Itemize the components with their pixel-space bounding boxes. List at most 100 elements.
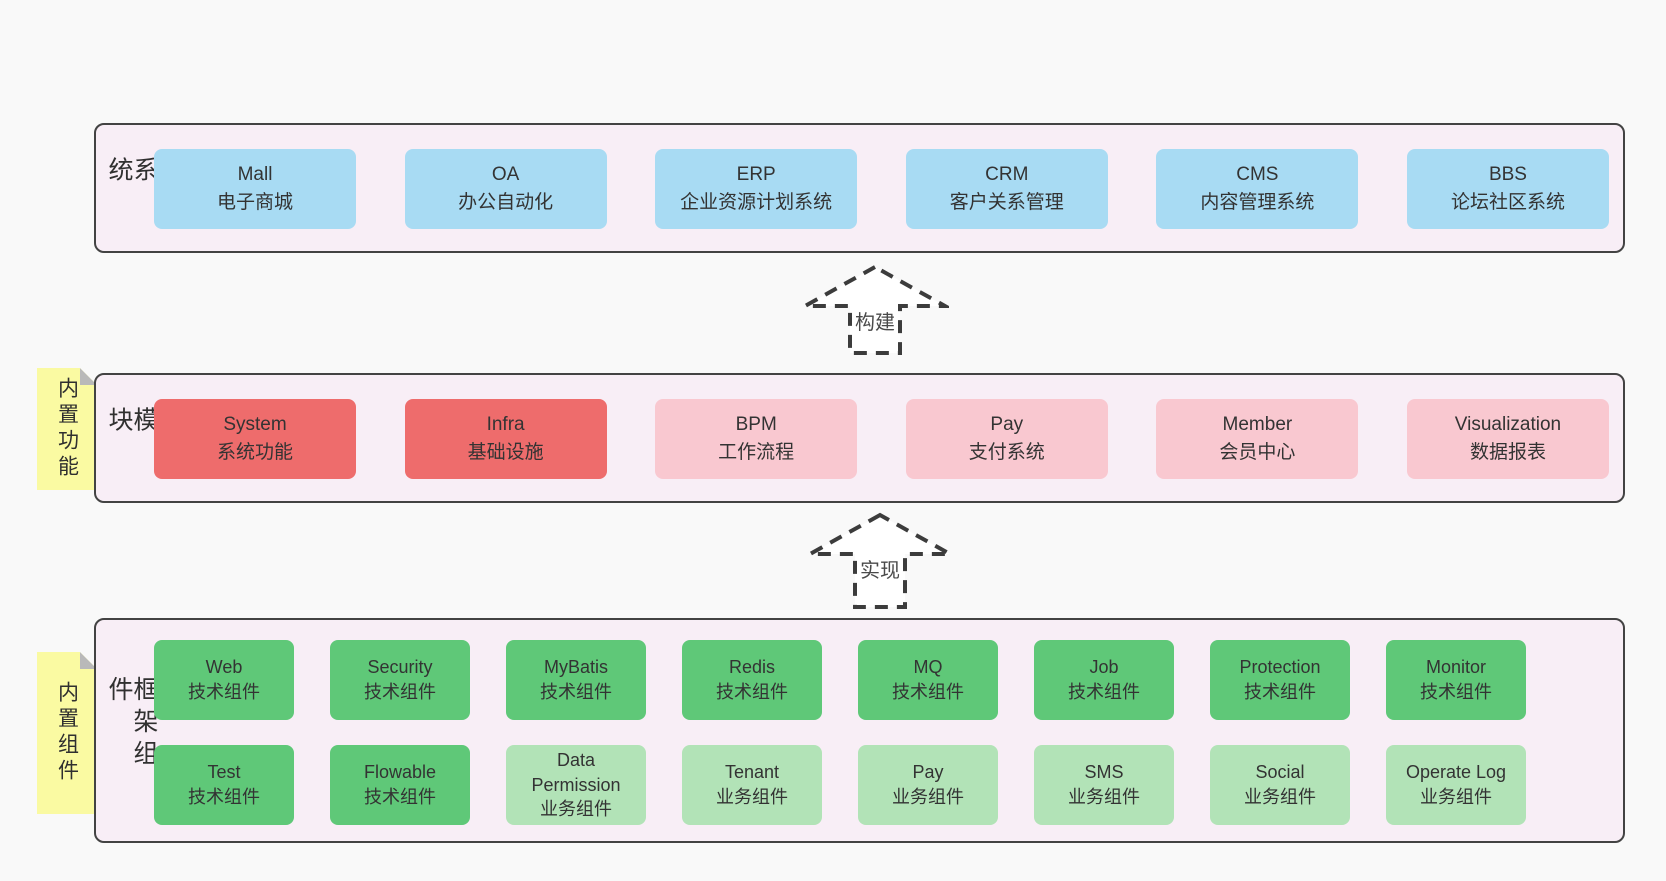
component-data-permission: Data Permission 业务组件 (506, 745, 646, 825)
component-title: SMS (1084, 762, 1124, 783)
component-test: Test 技术组件 (154, 745, 294, 825)
module-subtitle: 支付系统 (968, 442, 1045, 463)
module-subtitle: 企业资源计划系统 (680, 192, 833, 213)
sticky-note-builtin-components: 内置组件 (37, 652, 97, 814)
module-subtitle: 系统功能 (216, 442, 293, 463)
component-title: MQ (913, 657, 943, 678)
module-title: Pay (990, 413, 1024, 435)
arrow-implement: 实现 (806, 512, 954, 610)
module-subtitle: 基础设施 (467, 442, 544, 463)
component-subtitle: 技术组件 (892, 682, 964, 702)
dashed-up-arrow-icon (806, 512, 954, 609)
module-member: Member 会员中心 (1156, 399, 1359, 479)
module-subtitle: 客户关系管理 (949, 192, 1064, 213)
component-title: Protection (1239, 657, 1321, 678)
module-title: CRM (985, 163, 1029, 185)
component-subtitle: 技术组件 (1068, 682, 1140, 702)
module-crm: CRM 客户关系管理 (905, 149, 1108, 229)
component-pay: Pay 业务组件 (858, 745, 998, 825)
module-title: BBS (1488, 163, 1527, 185)
band-framework-row-2: Test 技术组件 Flowable 技术组件 Data Permission … (154, 745, 1526, 825)
sticky-note-builtin-features: 内置功能 (37, 368, 97, 490)
module-title: Mall (237, 163, 273, 185)
module-bbs: BBS 论坛社区系统 (1406, 149, 1609, 229)
component-tenant: Tenant 业务组件 (682, 745, 822, 825)
module-title: Visualization (1454, 413, 1562, 435)
module-system: System 系统功能 (154, 399, 356, 479)
component-flowable: Flowable 技术组件 (330, 745, 470, 825)
component-mq: MQ 技术组件 (858, 640, 998, 720)
band-business-systems: 业务系统 Mall 电子商城 OA 办公自动化 ERP 企业资源计划系统 CRM… (94, 123, 1625, 253)
module-pay: Pay 支付系统 (905, 399, 1108, 479)
module-title: ERP (736, 163, 776, 185)
component-social: Social 业务组件 (1210, 745, 1350, 825)
module-subtitle: 论坛社区系统 (1450, 192, 1565, 213)
component-subtitle: 技术组件 (364, 682, 436, 702)
component-title: Flowable (363, 762, 437, 783)
component-title: Monitor (1425, 657, 1487, 678)
module-title: BPM (735, 413, 777, 435)
component-title: Test (207, 762, 241, 783)
component-subtitle: 技术组件 (188, 787, 260, 807)
module-subtitle: 数据报表 (1469, 442, 1546, 463)
dashed-up-arrow-icon (801, 264, 949, 355)
component-security: Security 技术组件 (330, 640, 470, 720)
component-protection: Protection 技术组件 (1210, 640, 1350, 720)
arrow-implement-label: 实现 (860, 560, 900, 582)
component-sms: SMS 业务组件 (1034, 745, 1174, 825)
component-web: Web 技术组件 (154, 640, 294, 720)
component-subtitle: 技术组件 (716, 682, 788, 702)
component-monitor: Monitor 技术组件 (1386, 640, 1526, 720)
band-framework-row-1: Web 技术组件 Security 技术组件 MyBatis 技术组件 Redi… (154, 640, 1526, 720)
module-oa: OA 办公自动化 (404, 149, 607, 229)
component-subtitle: 业务组件 (1244, 787, 1316, 807)
band-common-row: System 系统功能 Infra 基础设施 BPM 工作流程 Pay 支付系统… (154, 399, 1609, 479)
component-title: Redis (728, 657, 776, 678)
component-operate-log: Operate Log 业务组件 (1386, 745, 1526, 825)
component-title: Pay (912, 762, 944, 783)
component-subtitle: 技术组件 (540, 682, 612, 702)
module-subtitle: 电子商城 (216, 192, 293, 213)
component-title: Social (1255, 762, 1305, 783)
module-erp: ERP 企业资源计划系统 (655, 149, 858, 229)
component-subtitle: 技术组件 (1244, 682, 1316, 702)
component-title: Web (205, 657, 243, 678)
component-title: MyBatis (543, 657, 608, 678)
component-job: Job 技术组件 (1034, 640, 1174, 720)
module-mall: Mall 电子商城 (154, 149, 356, 229)
sticky-text: 内置功能 (55, 377, 79, 481)
component-subtitle: 技术组件 (364, 787, 436, 807)
component-title: Tenant (724, 762, 780, 783)
component-title: Job (1089, 657, 1119, 678)
band-framework-label: 框架组件 (105, 675, 158, 772)
component-subtitle: 业务组件 (892, 787, 964, 807)
module-title: System (223, 413, 287, 435)
component-title: Data Permission (531, 749, 621, 795)
module-infra: Infra 基础设施 (404, 399, 607, 479)
component-title: Security (367, 657, 433, 678)
module-subtitle: 工作流程 (718, 442, 795, 463)
arrow-build: 构建 (801, 264, 949, 356)
component-subtitle: 业务组件 (1420, 787, 1492, 807)
module-title: Infra (486, 413, 525, 435)
component-mybatis: MyBatis 技术组件 (506, 640, 646, 720)
component-subtitle: 技术组件 (188, 682, 260, 702)
module-title: CMS (1236, 163, 1279, 185)
module-bpm: BPM 工作流程 (655, 399, 858, 479)
component-subtitle: 业务组件 (1068, 787, 1140, 807)
arrow-build-label: 构建 (855, 312, 895, 334)
sticky-text: 内置组件 (55, 681, 79, 785)
component-title: Operate Log (1405, 762, 1507, 783)
band-framework-components: 框架组件 Web 技术组件 Security 技术组件 MyBatis 技术组件… (94, 618, 1625, 843)
module-subtitle: 办公自动化 (458, 192, 554, 213)
module-title: OA (491, 163, 520, 185)
module-visualization: Visualization 数据报表 (1406, 399, 1609, 479)
module-subtitle: 内容管理系统 (1200, 192, 1315, 213)
band-common-modules: 通用模块 System 系统功能 Infra 基础设施 BPM 工作流程 Pay… (94, 373, 1625, 503)
module-title: Member (1222, 413, 1293, 435)
band-business-row: Mall 电子商城 OA 办公自动化 ERP 企业资源计划系统 CRM 客户关系… (154, 149, 1609, 229)
component-subtitle: 技术组件 (1420, 682, 1492, 702)
component-subtitle: 业务组件 (716, 787, 788, 807)
module-cms: CMS 内容管理系统 (1156, 149, 1359, 229)
